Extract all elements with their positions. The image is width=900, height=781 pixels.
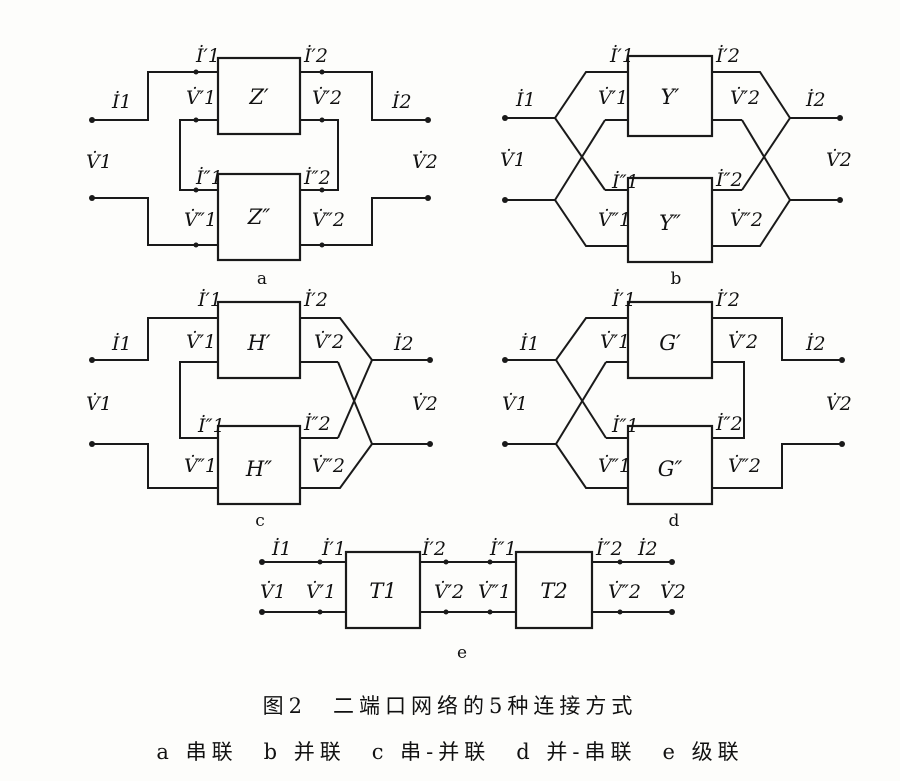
panel-d-top-port1-voltage: V̇′1 — [600, 331, 630, 353]
panel-b-box-bottom — [626, 176, 714, 264]
panel-d-bot-port1-voltage: V̇″1 — [598, 455, 631, 477]
panel-c-bot-port2-voltage: V̇″2 — [312, 455, 345, 477]
panel-b-box-top-label: Y′ — [661, 85, 680, 109]
panel-e-t1-out-voltage: V̇′2 — [434, 581, 464, 603]
panel-a-in-current: İ1 — [111, 90, 132, 113]
panel-c-box-top-label: H′ — [246, 331, 270, 355]
panel-c-out-voltage: V̇2 — [412, 393, 438, 415]
panel-c-box-bottom — [216, 424, 302, 506]
panel-c-in-current: İ1 — [111, 332, 132, 355]
panel-a-bot-port2-current: İ″2 — [303, 166, 331, 189]
panel-e-box-t2-label: T2 — [540, 579, 567, 603]
panel-e-wires — [259, 559, 675, 615]
panel-e-t2-out-current: İ″2 — [595, 537, 623, 560]
panel-c-in-voltage: V̇1 — [86, 393, 112, 415]
panel-d: G′ G″ İ′1 İ′2 V̇′1 V̇′2 İ″1 İ″2 V̇″1 V̇″… — [502, 288, 852, 531]
panel-d-out-current: İ2 — [805, 332, 826, 355]
panel-c-box-top — [216, 300, 302, 380]
panel-d-box-bottom — [626, 424, 714, 506]
panel-d-in-voltage: V̇1 — [502, 393, 528, 415]
figure-title: 图2 二端口网络的5种连接方式 — [262, 694, 638, 718]
panel-a-box-bottom — [216, 172, 302, 262]
panel-e-out-voltage: V̇2 — [660, 581, 686, 603]
panel-b: Y′ Y″ İ′1 İ′2 V̇′1 V̇′2 İ″1 İ″2 V̇″1 V̇″… — [500, 44, 852, 289]
panel-d-bot-port1-current: İ″1 — [611, 414, 639, 437]
panel-d-out-voltage: V̇2 — [826, 393, 852, 415]
panel-b-bot-port1-voltage: V̇″1 — [598, 209, 631, 231]
panel-d-bot-port2-voltage: V̇″2 — [728, 455, 761, 477]
panel-e-t1-out-current: İ′2 — [421, 537, 446, 560]
panel-d-top-port1-current: İ′1 — [611, 288, 636, 311]
panel-d-top-port2-current: İ′2 — [715, 288, 740, 311]
panel-e-t2-in-current: İ″1 — [489, 537, 517, 560]
panel-c-out-current: İ2 — [393, 332, 414, 355]
panel-c-wires — [89, 317, 433, 489]
panel-a-box-top — [216, 56, 302, 136]
panel-a-in-voltage: V̇1 — [86, 151, 112, 173]
panel-e-t2-out-voltage: V̇″2 — [608, 581, 641, 603]
panel-b-out-current: İ2 — [805, 88, 826, 111]
panel-a-top-port1-voltage: V̇′1 — [186, 87, 216, 109]
panel-e-box-t1-label: T1 — [369, 579, 396, 603]
panel-e-box-t2 — [514, 550, 594, 630]
panel-d-box-top — [626, 300, 714, 380]
panel-c-top-port2-voltage: V̇′2 — [314, 331, 344, 353]
panel-c-box-bottom-label: H″ — [245, 457, 272, 481]
panel-b-top-port2-voltage: V̇′2 — [730, 87, 760, 109]
panel-e: T1 T2 İ1 V̇1 İ′1 V̇′1 İ′2 V̇′2 İ″1 V̇″1 … — [259, 537, 686, 663]
panel-b-bot-port2-voltage: V̇″2 — [730, 209, 763, 231]
panel-a-top-port2-voltage: V̇′2 — [312, 87, 342, 109]
panel-a-box-top-label: Z′ — [248, 85, 269, 109]
panel-d-wires — [502, 317, 845, 489]
panel-d-in-current: İ1 — [519, 332, 540, 355]
panel-a-bot-port1-current: İ″1 — [195, 166, 223, 189]
panel-b-top-port1-current: İ′1 — [609, 44, 634, 67]
panel-b-box-bottom-label: Y″ — [659, 211, 681, 235]
panel-c-bot-port1-voltage: V̇″1 — [184, 455, 217, 477]
panel-d-box-top-label: G′ — [659, 331, 681, 355]
panel-b-wires — [502, 71, 843, 247]
panel-a-tag: a — [257, 269, 267, 289]
panel-b-tag: b — [671, 269, 682, 289]
panel-e-t1-in-voltage: V̇′1 — [306, 581, 336, 603]
panel-a-top-port1-current: İ′1 — [195, 44, 220, 67]
panel-e-out-current: İ2 — [637, 537, 658, 560]
panel-b-out-voltage: V̇2 — [826, 149, 852, 171]
panel-a-box-bottom-label: Z″ — [247, 205, 271, 229]
panel-c-top-port1-voltage: V̇′1 — [186, 331, 216, 353]
panel-a-out-voltage: V̇2 — [412, 151, 438, 173]
panel-c-top-port1-current: İ′1 — [197, 288, 222, 311]
panel-e-box-t1 — [344, 550, 422, 630]
panel-c-tag: c — [255, 511, 265, 531]
panel-a-wires — [89, 69, 431, 248]
panel-b-bot-port1-current: İ″1 — [611, 170, 639, 193]
panel-d-bot-port2-current: İ″2 — [715, 412, 743, 435]
panel-c-top-port2-current: İ′2 — [303, 288, 328, 311]
panel-d-top-port2-voltage: V̇′2 — [728, 331, 758, 353]
panel-e-in-current: İ1 — [271, 537, 292, 560]
panel-e-in-voltage: V̇1 — [260, 581, 286, 603]
panel-e-t2-in-voltage: V̇″1 — [478, 581, 511, 603]
panel-b-box-top — [626, 54, 714, 138]
panel-c: H′ H″ İ′1 İ′2 V̇′1 V̇′2 İ″1 İ″2 V̇″1 V̇″… — [86, 288, 438, 531]
panel-d-box-bottom-label: G″ — [658, 457, 683, 481]
panel-c-bot-port1-current: İ″1 — [197, 414, 225, 437]
figure-legend: a 串联 b 并联 c 串-并联 d 并-串联 e 级联 — [156, 740, 744, 764]
panel-a-bot-port2-voltage: V̇″2 — [312, 209, 345, 231]
panel-b-in-voltage: V̇1 — [500, 149, 526, 171]
panel-c-bot-port2-current: İ″2 — [303, 412, 331, 435]
panel-e-tag: e — [457, 643, 467, 663]
panel-b-bot-port2-current: İ″2 — [715, 168, 743, 191]
panel-a-top-port2-current: İ′2 — [303, 44, 328, 67]
panel-e-t1-in-current: İ′1 — [321, 537, 346, 560]
panel-a-out-current: İ2 — [391, 90, 412, 113]
panel-a-bot-port1-voltage: V̇″1 — [184, 209, 217, 231]
panel-b-in-current: İ1 — [515, 88, 536, 111]
panel-b-top-port2-current: İ′2 — [715, 44, 740, 67]
panel-b-top-port1-voltage: V̇′1 — [598, 87, 628, 109]
panel-d-tag: d — [669, 511, 680, 531]
panel-a: Z′ Z″ İ′1 İ′2 V̇′1 V̇′2 İ″1 İ″2 V̇″1 V̇″… — [86, 44, 438, 289]
